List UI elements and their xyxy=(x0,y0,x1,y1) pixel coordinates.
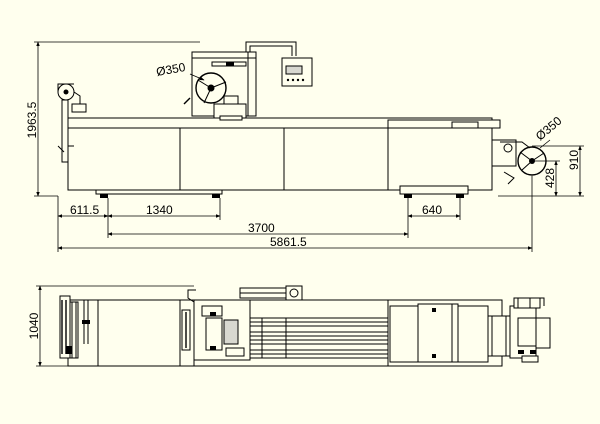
right-height-dimensions: 910 428 xyxy=(498,145,584,197)
upper-forming-station xyxy=(183,51,257,121)
left-wheel-diameter: Ø350 xyxy=(155,60,205,81)
dim-1340-label: 1340 xyxy=(146,203,173,217)
width-total-label: 1040 xyxy=(27,312,41,339)
dim-640-label: 640 xyxy=(422,203,442,217)
height-428-label: 428 xyxy=(543,168,557,188)
side-view: 1963.5 xyxy=(25,41,584,252)
height-910-label: 910 xyxy=(567,150,581,170)
left-diameter-label: Ø350 xyxy=(155,60,187,79)
right-wheel xyxy=(503,143,547,185)
dim-611-label: 611.5 xyxy=(70,203,99,217)
top-forming-station xyxy=(181,289,251,361)
right-wheel-diameter: Ø350 xyxy=(533,113,565,149)
height-dimension-1963: 1963.5 xyxy=(25,41,200,197)
machine-feet xyxy=(100,194,464,198)
left-film-roll-holder xyxy=(57,83,87,163)
dim-total-length-label: 5861.5 xyxy=(270,235,307,249)
control-panel xyxy=(245,41,313,87)
top-sealing-station xyxy=(389,303,489,363)
dim-3700-label: 3700 xyxy=(248,221,275,235)
top-conveyor-chains xyxy=(249,317,389,359)
width-dimension-1040: 1040 xyxy=(27,285,194,367)
top-cutting-station xyxy=(487,297,551,363)
machine-main-body xyxy=(67,117,531,195)
height-total-label: 1963.5 xyxy=(25,101,39,138)
top-control-unit xyxy=(239,285,303,301)
length-dimensions: 611.5 1340 640 3700 5861.5 xyxy=(57,176,533,252)
top-left-film-roll xyxy=(59,295,90,359)
right-diameter-label: Ø350 xyxy=(533,113,565,143)
top-view: 1040 xyxy=(27,285,551,367)
